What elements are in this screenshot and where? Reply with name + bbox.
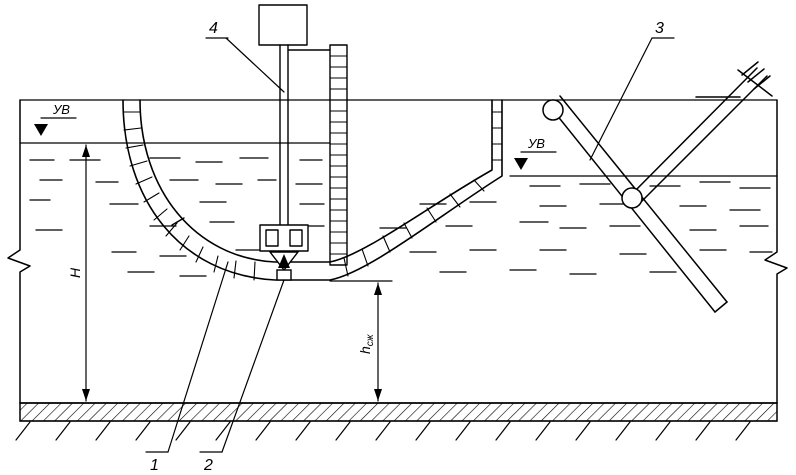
bowl-segment-line: [361, 248, 369, 267]
water-surfaces: [19, 142, 778, 177]
bowl-segment-line: [123, 127, 142, 131]
callout-3-leader: [589, 37, 653, 161]
bowl-outer: [122, 99, 503, 281]
ground-hatch-tick: [495, 421, 511, 441]
bowl-segment-line: [135, 176, 153, 185]
bowl-segment-line: [143, 192, 160, 203]
dimension-h-arrow-top: [374, 283, 382, 295]
ground-hatch-tick: [535, 421, 551, 441]
ground-hatch-tick: [95, 421, 111, 441]
sensor-window-left: [265, 229, 279, 247]
gate-pivot-top: [542, 99, 564, 121]
left-wall: [7, 99, 31, 404]
ground-hatch-tick: [255, 421, 271, 441]
dimension-H-arrow-bottom: [82, 389, 90, 401]
part-callouts: [145, 37, 675, 453]
dimension-h-subscript: сж: [365, 333, 376, 346]
column-bricks: [329, 55, 348, 255]
water-level-label-left: УВ: [52, 102, 70, 117]
ground-hatch-tick: [55, 421, 71, 441]
callout-4-leader: [225, 37, 285, 93]
water-level-triangle-left: [34, 124, 48, 136]
measurement-column: [329, 44, 348, 266]
bowl-segment-line: [179, 235, 190, 251]
bowl-segment-line: [253, 261, 256, 281]
ground-hatch-tick: [375, 421, 391, 441]
bowl-segment-line: [382, 235, 391, 253]
callout-2-label: 2: [203, 457, 213, 474]
gate-pivot-center: [621, 187, 643, 209]
dimension-H-arrow-top: [82, 145, 90, 157]
bed-slab: [19, 402, 778, 422]
ground-hatch-tick: [295, 421, 311, 441]
ground-hatch-tick: [735, 421, 751, 441]
indicator-base: [276, 269, 292, 281]
bowl-segment-line: [153, 208, 168, 221]
indicator-arrow: [278, 254, 290, 268]
ground-hatch-tick: [175, 421, 191, 441]
sensor-block: [259, 224, 309, 252]
ground-hatch-tick: [455, 421, 471, 441]
water-level-marker-right: УВ: [514, 136, 557, 170]
bowl-segment-line: [449, 193, 461, 208]
right-wall: [764, 99, 788, 404]
callout-2-leader: [221, 279, 285, 453]
ground-hatch-tick: [695, 421, 711, 441]
sensor-head-box: [258, 4, 308, 46]
bowl-segments: [122, 111, 503, 281]
bowl-segment-line: [213, 255, 219, 273]
callout-4-label: 4: [209, 20, 218, 37]
bowl-segment-line: [233, 260, 237, 279]
bowl-inner: [139, 99, 493, 263]
bowl-segment-line: [403, 222, 413, 239]
level-indicator: [268, 251, 300, 281]
flume-bowl: [122, 99, 503, 281]
bowl-segment-line: [165, 222, 178, 237]
dimension-H: H: [67, 144, 90, 402]
dimension-H-label: H: [67, 267, 83, 278]
water-level-label-right: УВ: [527, 136, 545, 151]
bowl-segment-line: [129, 160, 148, 167]
callout-1-leader: [167, 261, 229, 453]
ground-hatch-tick: [335, 421, 351, 441]
ground-hatch: [15, 420, 778, 441]
gate-stem-a: [627, 67, 758, 199]
water-dashes: [29, 157, 773, 277]
ground-hatch-tick: [575, 421, 591, 441]
ground-hatch-tick: [655, 421, 671, 441]
channel-walls: [7, 99, 788, 404]
ground-hatch-tick: [615, 421, 631, 441]
bowl-joint: [171, 217, 185, 226]
ground-hatch-tick: [215, 421, 231, 441]
callout-3-label: 3: [655, 20, 664, 37]
sensor-window-right: [289, 229, 303, 247]
ground-hatch-tick: [415, 421, 431, 441]
ground-hatch-tick: [135, 421, 151, 441]
dimension-h-arrow-bottom: [374, 389, 382, 401]
dimension-h-label: hсж: [357, 333, 376, 354]
water-level-marker-left: УВ: [34, 102, 77, 136]
bowl-segment-line: [125, 144, 144, 149]
bowl-segment-line: [343, 257, 349, 277]
sensor-rod-assembly: [258, 4, 331, 252]
gate-stem-b: [637, 75, 768, 206]
dimension-h-compressed: hсж: [329, 280, 393, 402]
bowl-segment-line: [195, 246, 204, 263]
ground-hatch-tick: [15, 421, 31, 441]
callout-1-label: 1: [150, 457, 159, 474]
channel-bed: [15, 402, 778, 441]
bowl-segment-line: [473, 179, 485, 192]
sluice-gate: [542, 61, 773, 313]
water-level-triangle-right: [514, 158, 528, 170]
gate-actuator: [737, 61, 773, 97]
bowl-segment-line: [426, 207, 437, 223]
gate-plate-end: [714, 301, 728, 313]
